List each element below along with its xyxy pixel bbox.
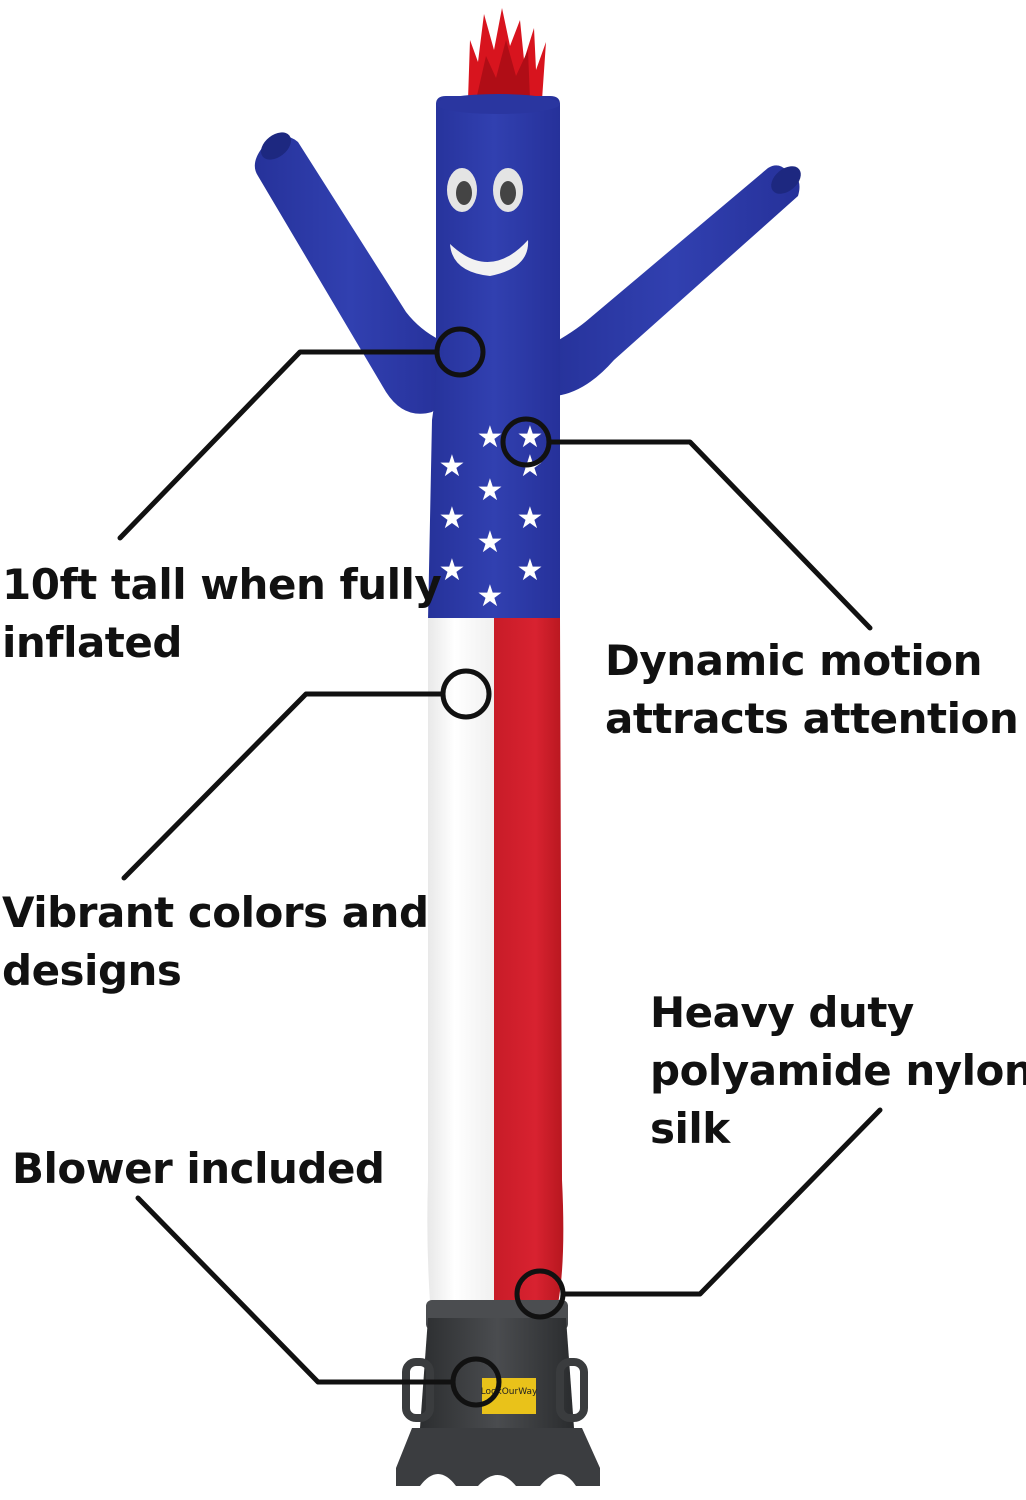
blower-brand-label: LookOurWay <box>481 1387 538 1397</box>
callout-material-line-3: silk <box>650 1104 730 1153</box>
svg-text:★: ★ <box>517 553 544 588</box>
callout-material: Heavy duty polyamide nylon silk <box>650 984 1026 1158</box>
callout-motion-line-1: Dynamic motion <box>605 636 983 685</box>
red-stripe <box>494 618 564 1304</box>
svg-text:★: ★ <box>439 449 466 484</box>
callout-colors: Vibrant colors and designs <box>2 884 429 1000</box>
callout-lines <box>117 326 883 1408</box>
callout-colors-line-2: designs <box>2 946 182 995</box>
svg-text:★: ★ <box>477 420 504 455</box>
svg-text:★: ★ <box>477 525 504 560</box>
callout-height-line-2: inflated <box>2 618 182 667</box>
svg-text:★: ★ <box>439 501 466 536</box>
blue-head-torso <box>428 96 560 620</box>
right-arm <box>548 165 801 396</box>
svg-text:★: ★ <box>439 553 466 588</box>
callout-colors-line-1: Vibrant colors and <box>2 888 429 937</box>
svg-text:★: ★ <box>517 501 544 536</box>
left-arm <box>254 132 446 414</box>
svg-text:★: ★ <box>477 473 504 508</box>
callout-height: 10ft tall when fully inflated <box>2 556 442 672</box>
callout-height-line-1: 10ft tall when fully <box>2 560 442 609</box>
callout-blower-line-1: Blower included <box>12 1144 385 1193</box>
callout-material-line-2: polyamide nylon <box>650 1046 1026 1095</box>
callout-blower: Blower included <box>12 1140 385 1198</box>
callout-material-line-1: Heavy duty <box>650 988 914 1037</box>
svg-text:★: ★ <box>477 579 504 614</box>
smiley-face <box>447 168 529 276</box>
red-tassel <box>468 8 546 100</box>
callout-motion: Dynamic motion attracts attention <box>605 632 1019 748</box>
callout-motion-line-2: attracts attention <box>605 694 1019 743</box>
white-stripe <box>427 618 496 1302</box>
